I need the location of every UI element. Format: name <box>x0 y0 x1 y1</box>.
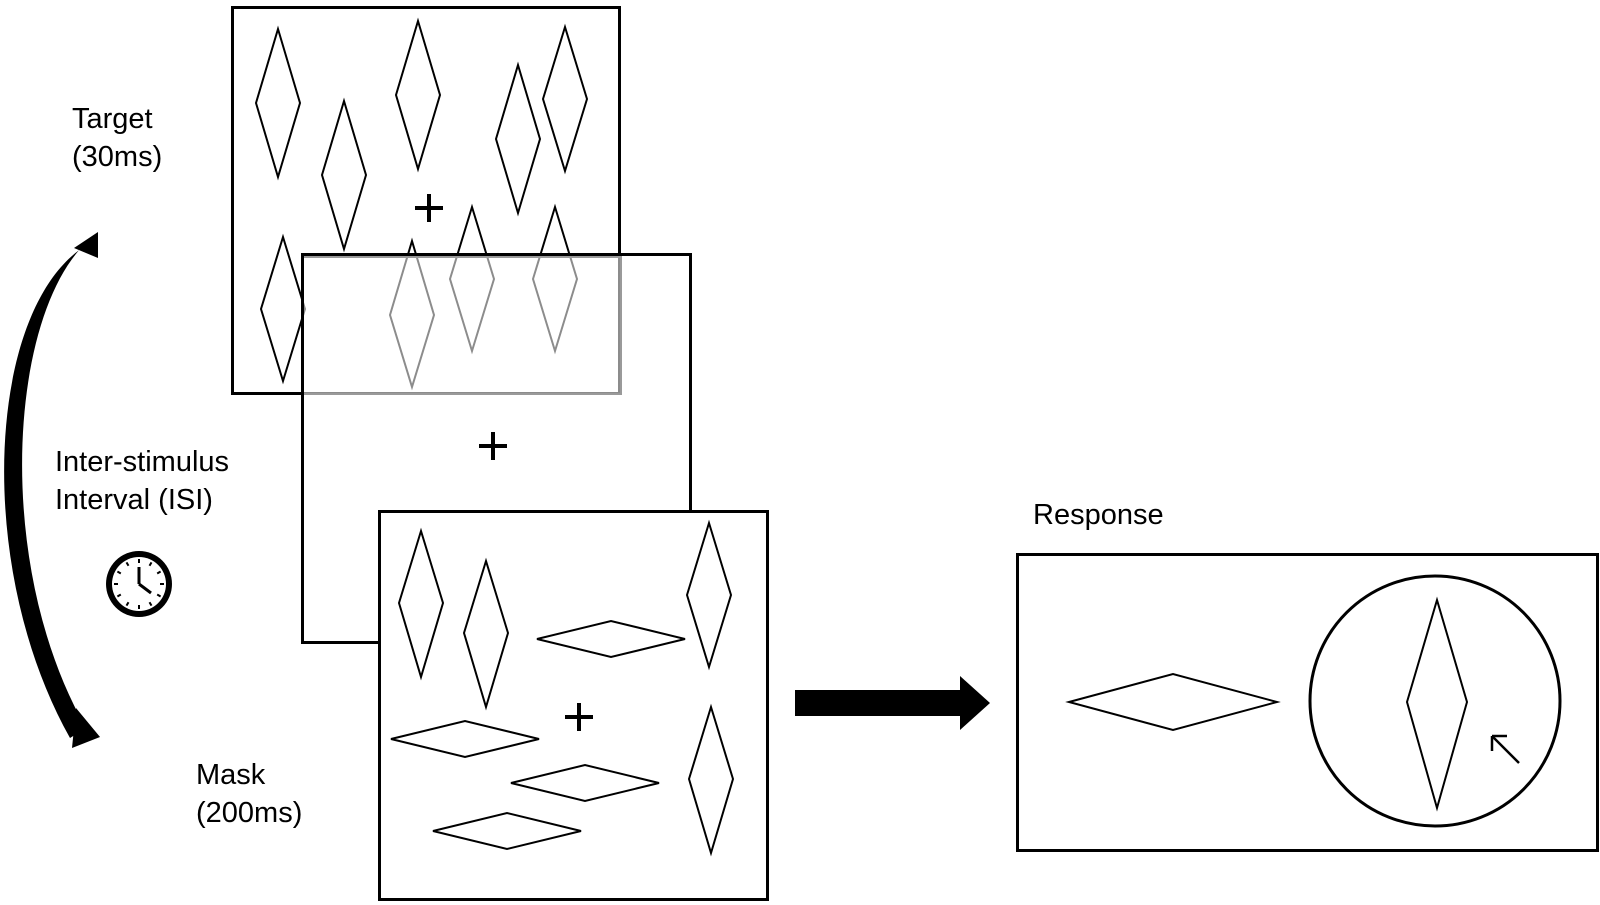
vertical-diamond <box>397 527 445 681</box>
vertical-diamond <box>687 703 735 857</box>
horizontal-diamond <box>536 619 686 659</box>
mask-stimulus-panel <box>378 510 769 901</box>
vertical-diamond <box>254 25 302 181</box>
plus-icon <box>415 194 443 222</box>
vertical-diamond <box>541 23 589 175</box>
cursor-arrow-icon <box>1490 734 1520 764</box>
vertical-diamond <box>685 519 733 671</box>
clock-icon <box>106 551 172 617</box>
vertical-diamond <box>494 61 542 217</box>
target-label: Target (30ms) <box>72 103 163 173</box>
horizontal-diamond <box>432 811 582 851</box>
selection-circle <box>1308 574 1562 828</box>
response-panel <box>1016 553 1599 852</box>
vertical-diamond-option <box>1405 596 1469 812</box>
mask-diamonds <box>390 519 735 857</box>
vertical-diamond <box>320 97 368 253</box>
mask-label: Mask (200ms) <box>196 759 303 829</box>
horizontal-diamond-option <box>1065 672 1281 732</box>
response-label: Response <box>1033 499 1164 531</box>
horizontal-diamond <box>390 719 540 759</box>
curved-arrow-icon <box>4 232 100 748</box>
horizontal-diamond <box>510 763 660 803</box>
panel-overlap-shade <box>304 256 622 395</box>
vertical-diamond <box>259 233 307 385</box>
vertical-diamond <box>462 557 510 711</box>
plus-icon <box>565 703 593 731</box>
response-options <box>1065 574 1562 828</box>
vertical-diamond <box>394 17 442 173</box>
isi-fixation <box>479 432 507 460</box>
plus-icon <box>479 432 507 460</box>
isi-label: Inter-stimulus Interval (ISI) <box>55 446 230 516</box>
